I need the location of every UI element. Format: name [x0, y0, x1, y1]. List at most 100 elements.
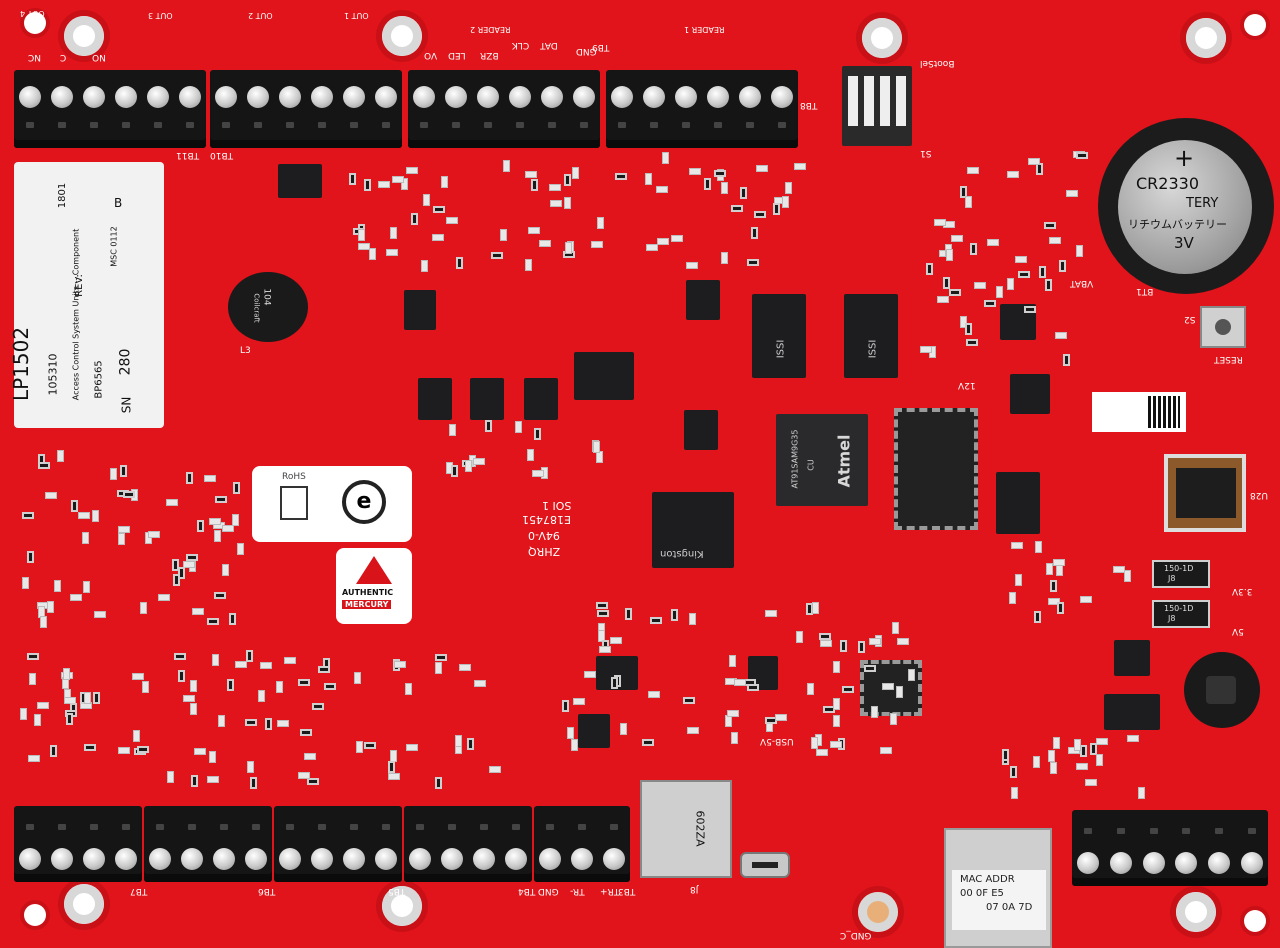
- terminal-screw[interactable]: [19, 848, 41, 870]
- terminal-slot: [188, 824, 196, 830]
- terminal-block-tb7[interactable]: [14, 806, 142, 882]
- smd-resistor: [283, 656, 296, 664]
- terminal-screw[interactable]: [149, 848, 171, 870]
- smd-resistor: [277, 720, 290, 728]
- terminal-screw[interactable]: [571, 848, 593, 870]
- terminal-screw[interactable]: [771, 86, 793, 108]
- terminal-slot: [254, 122, 262, 128]
- terminal-screw[interactable]: [611, 86, 633, 108]
- terminal-screw[interactable]: [541, 86, 563, 108]
- terminal-screw[interactable]: [147, 86, 169, 108]
- terminal-block-out2-out1[interactable]: [210, 70, 402, 148]
- smd-diode: [564, 174, 572, 187]
- smd-resistor: [83, 581, 91, 594]
- smd-diode: [177, 567, 185, 580]
- terminal-block-reader1[interactable]: [606, 70, 798, 148]
- smd-diode: [959, 185, 967, 198]
- terminal-block-out4-out3[interactable]: [14, 70, 206, 148]
- terminal-screw[interactable]: [505, 848, 527, 870]
- terminal-screw[interactable]: [83, 86, 105, 108]
- inductor-150-1: 150-1D J8: [1152, 560, 1210, 588]
- terminal-screw[interactable]: [115, 848, 137, 870]
- terminal-block-tb3[interactable]: [534, 806, 630, 882]
- smd-resistor: [1007, 278, 1015, 291]
- terminal-screw[interactable]: [375, 86, 397, 108]
- smd-resistor: [764, 610, 777, 618]
- terminal-screw[interactable]: [213, 848, 235, 870]
- smd-resistor: [503, 160, 511, 173]
- smd-resistor: [1055, 331, 1068, 339]
- terminal-screw[interactable]: [51, 848, 73, 870]
- smd-resistor: [1034, 541, 1042, 554]
- terminal-screw[interactable]: [441, 848, 463, 870]
- terminal-screw[interactable]: [115, 86, 137, 108]
- terminal-screw[interactable]: [539, 848, 561, 870]
- memory-brand: ISSI: [867, 339, 879, 359]
- terminal-screw[interactable]: [1110, 852, 1132, 874]
- terminal-screw[interactable]: [279, 86, 301, 108]
- terminal-screw[interactable]: [343, 848, 365, 870]
- smd-resistor: [986, 238, 999, 246]
- terminal-screw[interactable]: [739, 86, 761, 108]
- smd-resistor: [235, 661, 248, 669]
- silk-no: NO: [92, 52, 106, 62]
- terminal-block-tb5[interactable]: [274, 806, 402, 882]
- smd-diode: [185, 472, 193, 485]
- terminal-screw[interactable]: [179, 86, 201, 108]
- terminal-screw[interactable]: [675, 86, 697, 108]
- terminal-block-power[interactable]: [1072, 810, 1268, 886]
- mercury-logo-icon: [356, 556, 392, 584]
- terminal-screw[interactable]: [181, 848, 203, 870]
- silk-gnd-bottom: GND: [538, 886, 559, 896]
- smd-resistor: [687, 727, 700, 734]
- terminal-screw[interactable]: [477, 86, 499, 108]
- mounting-hole: [1244, 910, 1266, 932]
- smd-resistor: [140, 602, 148, 615]
- smd-resistor: [190, 679, 198, 692]
- terminal-screw[interactable]: [413, 86, 435, 108]
- terminal-block-reader2[interactable]: [408, 70, 600, 148]
- smd-resistor: [538, 239, 551, 247]
- terminal-screw[interactable]: [1208, 852, 1230, 874]
- dip-switch-s1[interactable]: [842, 66, 912, 146]
- module-model: LP1502: [9, 326, 34, 402]
- terminal-screw[interactable]: [215, 86, 237, 108]
- terminal-screw[interactable]: [375, 848, 397, 870]
- terminal-screw[interactable]: [51, 86, 73, 108]
- terminal-screw[interactable]: [83, 848, 105, 870]
- chip-u27: [1114, 640, 1150, 676]
- reset-button[interactable]: [1200, 306, 1246, 348]
- terminal-block-tb6[interactable]: [144, 806, 272, 882]
- terminal-screw[interactable]: [1142, 852, 1165, 874]
- terminal-screw[interactable]: [19, 86, 41, 108]
- terminal-screw[interactable]: [409, 848, 431, 870]
- terminal-screw[interactable]: [473, 848, 495, 870]
- terminal-screw[interactable]: [1077, 852, 1100, 874]
- terminal-screw[interactable]: [245, 848, 267, 870]
- smd-resistor: [28, 754, 41, 762]
- terminal-screw[interactable]: [311, 848, 333, 870]
- terminal-screw[interactable]: [445, 86, 467, 108]
- terminal-screw[interactable]: [603, 848, 625, 870]
- smd-resistor: [688, 612, 696, 625]
- smd-diode: [751, 226, 759, 239]
- terminal-screw[interactable]: [573, 86, 595, 108]
- ethernet-jack[interactable]: MAC ADDR 00 0F E5 07 0A 7D: [944, 828, 1052, 948]
- terminal-screw[interactable]: [247, 86, 269, 108]
- terminal-slot: [154, 122, 162, 128]
- terminal-block-tb4[interactable]: [404, 806, 532, 882]
- sd-card-slot[interactable]: 602ZA: [640, 780, 732, 878]
- smd-resistor: [566, 726, 574, 739]
- terminal-screw[interactable]: [279, 848, 301, 870]
- rohs-text: RoHS: [282, 472, 306, 482]
- terminal-slot: [58, 824, 66, 830]
- terminal-screw[interactable]: [509, 86, 531, 108]
- terminal-screw[interactable]: [707, 86, 729, 108]
- terminal-screw[interactable]: [343, 86, 365, 108]
- smd-resistor: [1065, 189, 1078, 197]
- terminal-screw[interactable]: [1240, 852, 1263, 874]
- terminal-screw[interactable]: [643, 86, 665, 108]
- terminal-screw[interactable]: [1175, 852, 1198, 874]
- terminal-screw[interactable]: [311, 86, 333, 108]
- micro-usb-port[interactable]: [740, 852, 790, 878]
